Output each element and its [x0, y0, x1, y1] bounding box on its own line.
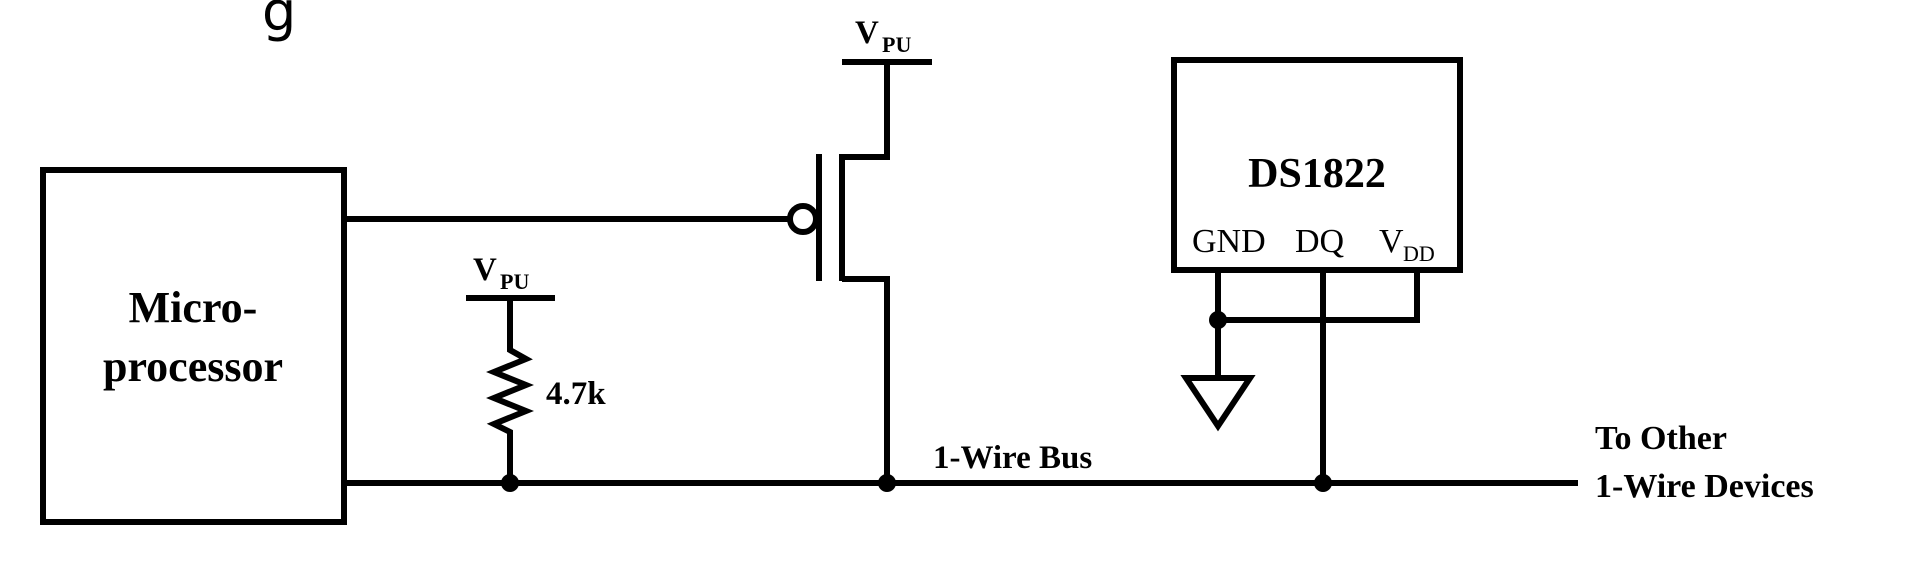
- bus-label: 1-Wire Bus: [933, 440, 1092, 476]
- ds1822-pin-vdd-v: V: [1379, 223, 1404, 260]
- to-other-label-line2: 1-Wire Devices: [1595, 468, 1814, 505]
- resistor-bus-junction: [501, 474, 519, 492]
- partial-header-glyph: g: [262, 0, 296, 43]
- ds1822-pin-vdd-sub: DD: [1403, 241, 1435, 266]
- ds1822-vdd-tie-wire: [1218, 270, 1420, 323]
- ds1822-box: [1171, 57, 1463, 273]
- microprocessor-label-line1: Micro-: [129, 283, 258, 332]
- resistor-vpu-label-v: V: [473, 252, 497, 288]
- transistor-vpu-label-v: V: [855, 15, 879, 51]
- resistor-value-label: 4.7k: [546, 376, 606, 412]
- ds1822-name: DS1822: [1248, 151, 1386, 197]
- dq-bus-junction: [1314, 474, 1332, 492]
- microprocessor-label-line2: processor: [103, 342, 283, 391]
- pullup-resistor-symbol: [486, 298, 534, 483]
- transistor-gate-bubble: [787, 203, 819, 235]
- transistor-bus-junction: [878, 474, 896, 492]
- to-other-label-line1: To Other: [1595, 420, 1727, 457]
- ds1822-pin-dq: DQ: [1295, 223, 1344, 260]
- transistor-source-wire: [842, 62, 890, 160]
- microprocessor-box: [40, 167, 347, 525]
- ground-symbol: [1180, 375, 1256, 432]
- gnd-vdd-junction: [1209, 311, 1227, 329]
- ds1822-pin-gnd: GND: [1192, 223, 1266, 260]
- transistor-drain-wire: [842, 276, 890, 483]
- resistor-vpu-label-sub: PU: [500, 269, 529, 294]
- transistor-vpu-label-sub: PU: [882, 32, 911, 57]
